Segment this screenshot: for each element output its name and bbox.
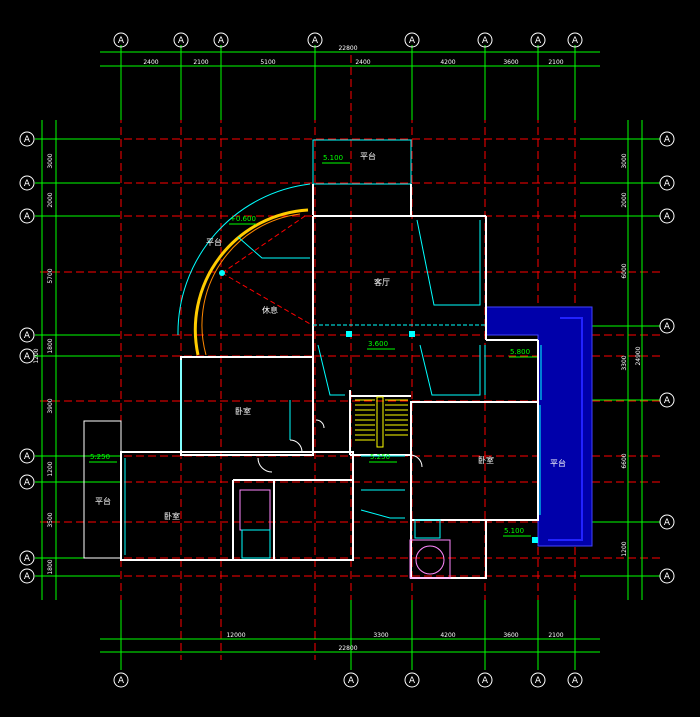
- dim-left: 3900: [47, 398, 54, 413]
- axis-label: A: [24, 452, 31, 462]
- dim-left: 2000: [47, 192, 54, 207]
- dim-left: 3500: [47, 512, 54, 527]
- doors: [257, 419, 423, 473]
- axis-label: A: [409, 36, 416, 46]
- arc-platform: [177, 183, 313, 356]
- room-bedroom-right: 卧室: [478, 455, 494, 465]
- room-platform-right: 平台: [550, 458, 566, 468]
- dim-bottom: 4200: [440, 632, 455, 639]
- elevation-left: 5.250: [90, 453, 110, 461]
- dim-right: 1200: [621, 541, 628, 556]
- axis-label: A: [348, 676, 355, 686]
- dim-bottom: 12000: [226, 632, 245, 639]
- elevation-right: 5.800: [510, 348, 530, 356]
- room-platform-left: 平台: [95, 496, 111, 506]
- axis-label: A: [24, 212, 31, 222]
- axis-label: A: [572, 36, 579, 46]
- dim-bottom: 3300: [373, 632, 388, 639]
- axis-label: A: [24, 135, 31, 145]
- dim-top: 2100: [193, 59, 208, 66]
- axis-label: A: [24, 554, 31, 564]
- room-platform-top: 平台: [360, 151, 376, 161]
- elevation-markers: 5.100 +0.600 3.600 5.800 5.250 5.250 5.1…: [89, 154, 537, 537]
- dim-top: 4200: [440, 59, 455, 66]
- axis-bubble-labels: A A A A A A A A A A A A A A A A A A A A …: [24, 36, 671, 686]
- axis-label: A: [664, 518, 671, 528]
- room-corridor: 休息: [262, 305, 278, 315]
- dim-top: 2100: [548, 59, 563, 66]
- axis-label: A: [572, 676, 579, 686]
- dim-right: 6600: [621, 453, 628, 468]
- dimension-text: 2400 2100 5100 2400 4200 3600 2100 22800…: [33, 45, 642, 652]
- axis-bubbles: [19, 32, 675, 688]
- axis-label: A: [24, 331, 31, 341]
- room-bedroom-left: 卧室: [164, 511, 180, 521]
- elevation-stair: 5.250: [370, 453, 390, 461]
- axis-label: A: [535, 36, 542, 46]
- dim-bottom: 2100: [548, 632, 563, 639]
- axis-label: A: [24, 478, 31, 488]
- dim-left: 1200: [47, 461, 54, 476]
- elevation-center: 3.600: [368, 340, 388, 348]
- axis-label: A: [664, 179, 671, 189]
- axis-label: A: [24, 352, 31, 362]
- axis-label: A: [535, 676, 542, 686]
- dim-right: 6000: [621, 263, 628, 278]
- axis-label: A: [664, 396, 671, 406]
- axis-label: A: [482, 36, 489, 46]
- dim-right: 3300: [621, 355, 628, 370]
- axis-label: A: [218, 36, 225, 46]
- glazing: [124, 219, 542, 579]
- dim-left: 1800: [47, 338, 54, 353]
- dim-right-total: 24900: [635, 346, 642, 365]
- dim-top: 5100: [260, 59, 275, 66]
- dim-left: 3000: [47, 153, 54, 168]
- room-living: 客厅: [374, 277, 390, 287]
- elevation-top: 5.100: [323, 154, 343, 162]
- dim-left: 5700: [47, 268, 54, 283]
- axis-label: A: [664, 572, 671, 582]
- axis-label: A: [178, 36, 185, 46]
- dim-left: 1200: [33, 348, 40, 363]
- axis-label: A: [24, 179, 31, 189]
- walls: [120, 139, 539, 579]
- dim-top: 2400: [355, 59, 370, 66]
- dim-right: 3000: [621, 153, 628, 168]
- axis-label: A: [482, 676, 489, 686]
- axis-label: A: [24, 572, 31, 582]
- columns: [346, 331, 538, 543]
- dim-top-total: 22800: [338, 45, 357, 52]
- axis-label: A: [664, 135, 671, 145]
- elevation-arc: +0.600: [230, 215, 256, 223]
- room-platform-arc: 平台: [206, 237, 222, 247]
- dim-left: 1800: [47, 559, 54, 574]
- dim-bottom: 3600: [503, 632, 518, 639]
- dim-right: 2000: [621, 192, 628, 207]
- axis-label: A: [312, 36, 319, 46]
- room-labels: 平台 平台 客厅 休息 卧室 卧室 平台 卧室 平台: [95, 151, 566, 521]
- axis-label: A: [664, 322, 671, 332]
- axis-label: A: [118, 676, 125, 686]
- left-platform: [83, 420, 122, 559]
- dim-top: 3600: [503, 59, 518, 66]
- axis-label: A: [664, 212, 671, 222]
- axis-label: A: [118, 36, 125, 46]
- dim-bottom-total: 22800: [338, 645, 357, 652]
- room-bedroom-mid: 卧室: [235, 406, 251, 416]
- elevation-lower-right: 5.100: [504, 527, 524, 535]
- dim-top: 2400: [143, 59, 158, 66]
- axis-label: A: [409, 676, 416, 686]
- stairs: [355, 396, 408, 448]
